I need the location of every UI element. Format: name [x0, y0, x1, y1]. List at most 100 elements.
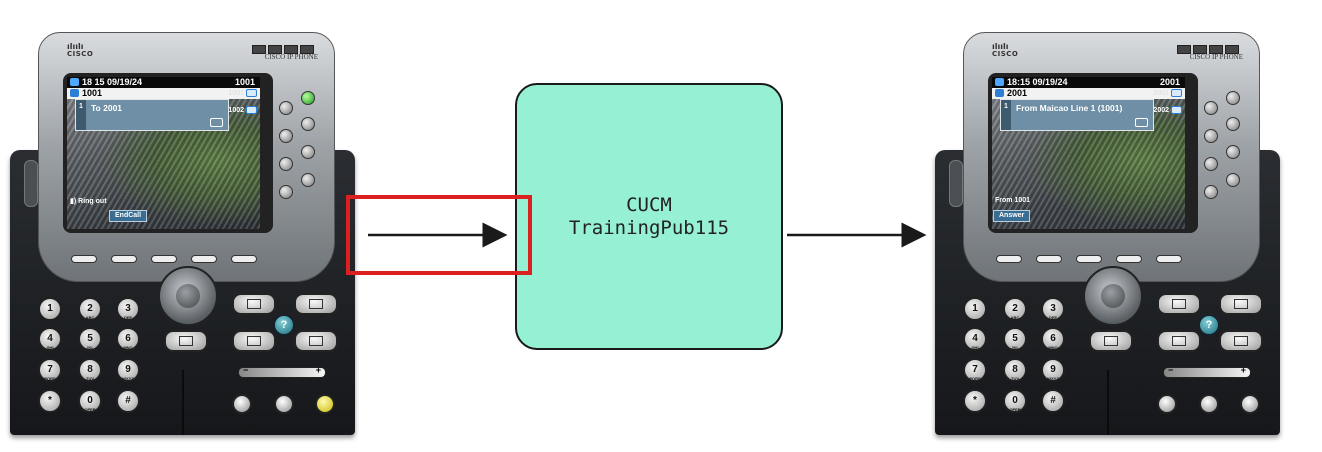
call-entry[interactable]: 1 To 2001 [75, 99, 229, 131]
headset-button[interactable] [1157, 394, 1177, 414]
volume-rocker[interactable]: −+ [1163, 365, 1251, 378]
softkey-answer[interactable]: Answer [993, 210, 1031, 222]
softkey-endcall[interactable]: EndCall [109, 210, 148, 222]
handset-hook [949, 160, 963, 207]
directories-button[interactable] [1219, 293, 1263, 315]
speaker-button[interactable] [315, 394, 335, 414]
keypad-hash[interactable]: # [1041, 389, 1065, 413]
handset-hook [24, 160, 38, 207]
line-button-7[interactable] [301, 173, 315, 187]
messages-button[interactable] [232, 293, 276, 315]
line-button-6[interactable] [279, 157, 293, 171]
services-button[interactable] [1157, 330, 1201, 352]
line-button-4[interactable] [279, 129, 293, 143]
keypad-star[interactable]: * [963, 389, 987, 413]
line-button-1[interactable] [1226, 91, 1240, 105]
volume-plus-icon: + [315, 365, 321, 375]
settings-check-button[interactable] [294, 330, 338, 352]
keypad-1[interactable]: 1 [38, 297, 62, 321]
line-button-3[interactable] [301, 117, 315, 131]
softkey-4[interactable] [1116, 255, 1142, 263]
call-phone-icon [210, 118, 223, 127]
mute-button[interactable] [274, 394, 294, 414]
call-status: From 1001 [995, 197, 1031, 204]
navigation-pad[interactable] [1083, 266, 1143, 326]
directories-button[interactable] [294, 293, 338, 315]
call-status: ▮) Ring out [70, 198, 107, 205]
softkey-1[interactable] [996, 255, 1022, 263]
status-bar: 18:15 09/19/24 2001 [992, 77, 1185, 88]
settings-button[interactable] [1089, 330, 1133, 352]
settings-icon [179, 336, 193, 346]
line-button-2[interactable] [279, 101, 293, 115]
softkey-3[interactable] [1076, 255, 1102, 263]
globe-icon [1172, 336, 1186, 346]
messages-button[interactable] [1157, 293, 1201, 315]
line-phone-icon [1171, 89, 1182, 97]
speaker-button[interactable] [1240, 394, 1260, 414]
call-entry[interactable]: 1 From Maicao Line 1 (1001) [1000, 99, 1154, 131]
keypad-1[interactable]: 1 [963, 297, 987, 321]
help-button[interactable]: ? [274, 315, 294, 335]
call-index: 1 [1001, 100, 1011, 130]
line-button-1[interactable] [301, 91, 315, 105]
settings-button[interactable] [164, 330, 208, 352]
line-button-3[interactable] [1226, 117, 1240, 131]
settings-check-button[interactable] [1219, 330, 1263, 352]
volume-rocker[interactable]: −+ [238, 365, 326, 378]
line-button-8[interactable] [279, 185, 293, 199]
line-phone-icon [246, 89, 257, 97]
line-button-5[interactable] [301, 145, 315, 159]
window-control-icons [1175, 41, 1239, 59]
line-button-label-2: 1002 [228, 106, 257, 114]
line-button-label-1: 2001 [1153, 89, 1182, 97]
handset-icon [70, 89, 79, 97]
softkey-2[interactable] [111, 255, 137, 263]
headset-button[interactable] [232, 394, 252, 414]
envelope-icon [1172, 299, 1186, 309]
mute-button[interactable] [1199, 394, 1219, 414]
keypad-hash[interactable]: # [116, 389, 140, 413]
active-line: 2001 [1007, 88, 1028, 98]
phone-screen: 18 15 09/19/24 1001 1001 1001 1002 1 To … [67, 77, 260, 229]
services-button[interactable] [232, 330, 276, 352]
line-button-2[interactable] [1204, 101, 1218, 115]
line-button-6[interactable] [1204, 157, 1218, 171]
server-label-line2: TrainingPub115 [568, 216, 730, 239]
keypad-star[interactable]: * [38, 389, 62, 413]
line-button-5[interactable] [1226, 145, 1240, 159]
help-button[interactable]: ? [1199, 315, 1219, 335]
volume-plus-icon: + [1240, 365, 1246, 375]
softkey-1[interactable] [71, 255, 97, 263]
line-button-4[interactable] [1204, 129, 1218, 143]
softkey-5[interactable] [1156, 255, 1182, 263]
navigation-pad[interactable] [158, 266, 218, 326]
screen-bezel: 18:15 09/19/24 2001 2001 2001 2002 1 Fro… [988, 73, 1198, 233]
softkey-5[interactable] [231, 255, 257, 263]
line-button-8[interactable] [1204, 185, 1218, 199]
softkey-3[interactable] [151, 255, 177, 263]
softkey-2[interactable] [1036, 255, 1062, 263]
softkey-4[interactable] [191, 255, 217, 263]
line-button-7[interactable] [1226, 173, 1240, 187]
